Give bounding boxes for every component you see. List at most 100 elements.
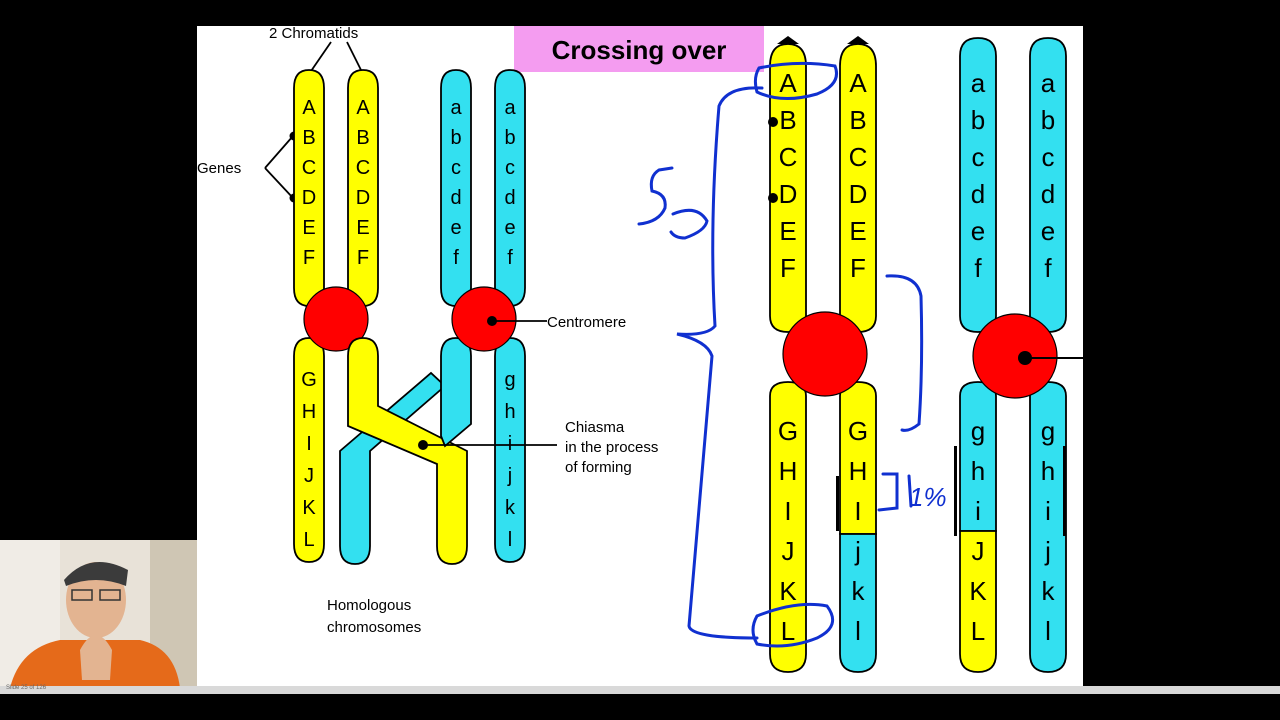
chromatids-pointer (308, 41, 364, 75)
title-box (514, 26, 764, 72)
gene-letter: G (778, 416, 798, 446)
gene-letter: j (854, 536, 861, 566)
gene-letter: L (303, 529, 314, 551)
status-bar: Slide 25 of 126 (0, 685, 1280, 694)
ink-one (907, 474, 913, 508)
gene-letter: C (849, 142, 868, 172)
gene-letter: B (779, 105, 796, 135)
gene-letter: J (972, 536, 985, 566)
gene-letter: F (850, 253, 866, 283)
gene-letter: f (974, 253, 982, 283)
gene-letter: f (453, 247, 459, 269)
gene-letter: j (507, 465, 512, 487)
gene-letter: k (852, 576, 866, 606)
gene-letter: e (971, 216, 985, 246)
ink-bracket-large (676, 86, 764, 640)
gene-letter: b (1041, 105, 1055, 135)
gene-letter: B (849, 105, 866, 135)
gene-letter: a (504, 97, 516, 119)
gene-letter: h (504, 401, 515, 423)
gene-letter: h (1041, 456, 1055, 486)
gene-letter: D (779, 179, 798, 209)
gene-letter: g (971, 416, 985, 446)
gene-letter: F (303, 247, 315, 269)
gene-letter: a (1041, 68, 1056, 98)
chiasma-label-line2: in the process (565, 439, 658, 456)
ink-percent-text: 1% (909, 482, 947, 512)
ink-bracket-right (885, 274, 924, 432)
cyan-chromosome-right (836, 37, 1083, 673)
gene-letter: C (302, 157, 316, 179)
chiasma-label-line1: Chiasma (565, 419, 625, 436)
gene-letter: a (450, 97, 462, 119)
slide: Crossing over 2 Chromatids Genes Centrom… (197, 26, 1083, 686)
gene-letter: H (302, 401, 316, 423)
gene-letter: D (302, 187, 316, 209)
gene-letter: K (302, 497, 316, 519)
gene-letter: E (302, 217, 315, 239)
webcam-inset (0, 540, 197, 688)
chiasma-crossing (339, 337, 468, 565)
gene-letter: F (780, 253, 796, 283)
gene-letter: d (450, 187, 461, 209)
gene-letter: L (971, 616, 985, 646)
gene-letter: l (1045, 616, 1051, 646)
gene-letter: E (849, 216, 866, 246)
ink-circle-top (753, 61, 838, 100)
gene-letter: j (1044, 536, 1051, 566)
gene-letter: G (301, 369, 317, 391)
gene-letter: L (781, 616, 795, 646)
gene-letter: K (779, 576, 797, 606)
gene-letter: D (849, 179, 868, 209)
centromere-right (451, 286, 517, 352)
gene-letter: f (507, 247, 513, 269)
ink-circle-bottom (751, 602, 835, 648)
gene-letter: I (854, 496, 861, 526)
gene-letter: c (1042, 142, 1055, 172)
gene-letter: F (357, 247, 369, 269)
gene-letter: i (1045, 496, 1051, 526)
chromatids-label: 2 Chromatids (269, 26, 358, 42)
ink-bracket-small-right (877, 472, 899, 512)
gene-letter: d (504, 187, 515, 209)
gene-letter: h (971, 456, 985, 486)
chiasma-label-line3: of forming (565, 459, 632, 476)
gene-letter: E (779, 216, 796, 246)
gene-letter: l (508, 529, 512, 551)
cyan-chromosome-left (440, 69, 526, 563)
homologous-label-line2: chromosomes (327, 619, 421, 636)
gene-letter: c (972, 142, 985, 172)
gene-letter: C (779, 142, 798, 172)
gene-letter: K (969, 576, 987, 606)
gene-letter: A (356, 97, 370, 119)
gene-letter: g (504, 369, 515, 391)
gene-letter: H (779, 456, 798, 486)
gene-letter: E (356, 217, 369, 239)
gene-letter: I (784, 496, 791, 526)
gene-letter: k (1042, 576, 1056, 606)
gene-letter: d (971, 179, 985, 209)
ink-annotations (637, 61, 924, 648)
centromere-left (303, 286, 369, 352)
genes-label: Genes (197, 160, 241, 177)
gene-letter: e (504, 217, 515, 239)
gene-letter: c (505, 157, 515, 179)
yellow-chromosome-left (293, 69, 379, 563)
gene-letter: c (451, 157, 461, 179)
gene-letter: f (1044, 253, 1052, 283)
gene-letter: B (356, 127, 369, 149)
gene-letter: i (975, 496, 981, 526)
gene-letter: b (504, 127, 515, 149)
gene-letter: A (849, 68, 867, 98)
gene-letter: i (508, 433, 512, 455)
gene-letter: k (505, 497, 516, 519)
gene-letter: a (971, 68, 986, 98)
gene-letter: G (848, 416, 868, 446)
yellow-chromosome-right (769, 36, 877, 673)
homologous-label-line1: Homologous (327, 597, 411, 614)
slide-counter: Slide 25 of 126 (6, 685, 47, 691)
gene-letter: D (356, 187, 370, 209)
centromere-label: Centromere (547, 314, 626, 331)
